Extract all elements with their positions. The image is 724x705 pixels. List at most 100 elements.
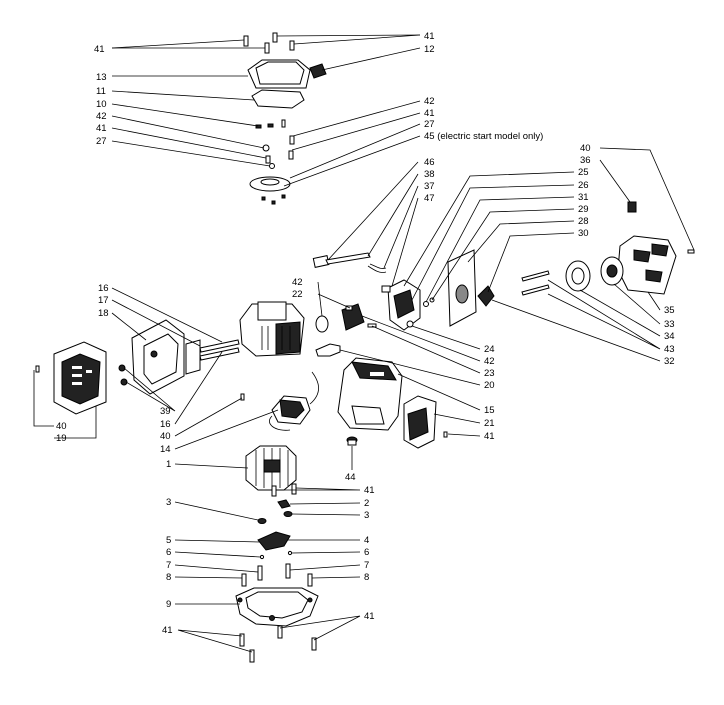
callout-32: 32 xyxy=(664,356,675,367)
callout-39: 39 xyxy=(160,406,171,417)
ignition-module-icon xyxy=(269,371,319,431)
starter-pawls-icon xyxy=(255,119,286,129)
callout-33: 33 xyxy=(664,319,675,330)
callout-12: 12 xyxy=(424,44,435,55)
callout-15: 15 xyxy=(484,405,495,416)
cylinder-icon xyxy=(239,301,305,357)
callout-46: 46 xyxy=(424,157,435,168)
callout-2: 2 xyxy=(364,498,369,509)
callout-16: 16 xyxy=(98,283,109,294)
callout-23: 23 xyxy=(484,368,495,379)
callout-9: 9 xyxy=(166,599,171,610)
callout-42: 42 xyxy=(484,356,495,367)
callout-3: 3 xyxy=(364,510,369,521)
callout-44: 44 xyxy=(345,472,356,483)
crankshaft-fasteners-icon xyxy=(257,483,297,524)
callout-7: 7 xyxy=(364,560,369,571)
top-screws-icon xyxy=(243,32,295,54)
callout-3: 3 xyxy=(166,497,171,508)
muffler-cover-screw-icon xyxy=(35,365,40,373)
callout-6: 6 xyxy=(166,547,171,558)
cylinder-studs-icon xyxy=(199,339,240,361)
air-filter-element-icon xyxy=(565,260,591,292)
flywheel-icon xyxy=(245,445,297,491)
callout-13: 13 xyxy=(96,72,107,83)
callout-18: 18 xyxy=(98,308,109,319)
intake-insulator-icon xyxy=(315,303,377,333)
housing-screws-icon xyxy=(239,625,317,663)
part-drawings xyxy=(35,32,695,663)
callout-20: 20 xyxy=(484,380,495,391)
recoil-starter-housing-icon xyxy=(247,59,327,89)
callout-8: 8 xyxy=(166,572,171,583)
callout-4: 4 xyxy=(364,535,369,546)
starter-gasket-icon xyxy=(251,89,305,109)
callout-41: 41 xyxy=(162,625,173,636)
starter-pulley-icon xyxy=(249,176,291,205)
air-filter-screen-icon xyxy=(600,256,624,286)
muffler-cover-icon xyxy=(53,341,107,415)
filter-rods-icon xyxy=(521,270,550,296)
callout-28: 28 xyxy=(578,216,589,227)
air-filter-screw-icon xyxy=(687,249,695,254)
callout-10: 10 xyxy=(96,99,107,110)
callout-42: 42 xyxy=(292,277,303,288)
callout-42: 42 xyxy=(424,96,435,107)
callout-19: 19 xyxy=(56,433,67,444)
primer-bulb-icon xyxy=(627,201,637,213)
callout-41: 41 xyxy=(364,485,375,496)
clutch-housing-icon xyxy=(235,587,319,627)
clutch-plate-icon xyxy=(257,531,291,551)
callout-40: 40 xyxy=(56,421,67,432)
callout-11: 11 xyxy=(96,86,106,97)
callout-41: 41 xyxy=(424,108,435,119)
fuel-line-icon xyxy=(312,252,387,273)
callout-27: 27 xyxy=(424,119,435,130)
callout-22: 22 xyxy=(292,289,303,300)
callout-40: 40 xyxy=(580,143,591,154)
callout-29: 29 xyxy=(578,204,589,215)
carburetor-icon xyxy=(381,279,421,331)
callout-34: 34 xyxy=(664,331,675,342)
callout-37: 37 xyxy=(424,181,435,192)
air-filter-cover-icon xyxy=(617,235,677,295)
muffler-icon xyxy=(131,319,201,395)
callout-42: 42 xyxy=(96,111,107,122)
callout-30: 30 xyxy=(578,228,589,239)
clutch-springs-icon xyxy=(241,550,313,587)
callout-8: 8 xyxy=(364,572,369,583)
fuel-tank-icon xyxy=(337,357,403,431)
callout-25: 25 xyxy=(578,167,589,178)
callout-27: 27 xyxy=(96,136,107,147)
muffler-screws-icon xyxy=(118,364,128,386)
callout-47: 47 xyxy=(424,193,435,204)
callout-16: 16 xyxy=(160,419,171,430)
callout-1: 1 xyxy=(166,459,171,470)
callout-41: 41 xyxy=(96,123,107,134)
callout-24: 24 xyxy=(484,344,495,355)
callout-31: 31 xyxy=(578,192,589,203)
callout-35: 35 xyxy=(664,305,675,316)
fuel-grommet-icon xyxy=(346,436,358,446)
callout-36: 36 xyxy=(580,155,591,166)
callout-43: 43 xyxy=(664,344,675,355)
callout-38: 38 xyxy=(424,169,435,180)
fuel-tank-cover-icon xyxy=(403,395,437,449)
callout-labels: 41 41 12 13 11 10 42 42 41 41 27 27 45 (… xyxy=(56,31,675,636)
spark-plug-icon xyxy=(315,343,341,357)
callout-45: 45 (electric start model only) xyxy=(424,131,543,142)
small-fasteners-icon xyxy=(262,135,295,169)
callout-21: 21 xyxy=(484,418,495,429)
callout-17: 17 xyxy=(98,295,109,306)
callout-41: 41 xyxy=(94,44,105,55)
callout-41: 41 xyxy=(364,611,375,622)
callout-5: 5 xyxy=(166,535,171,546)
callout-14: 14 xyxy=(160,444,171,455)
leader-lines xyxy=(33,34,695,653)
callout-41: 41 xyxy=(424,31,435,42)
callout-26: 26 xyxy=(578,180,589,191)
callout-7: 7 xyxy=(166,560,171,571)
callout-6: 6 xyxy=(364,547,369,558)
callout-41: 41 xyxy=(484,431,495,442)
